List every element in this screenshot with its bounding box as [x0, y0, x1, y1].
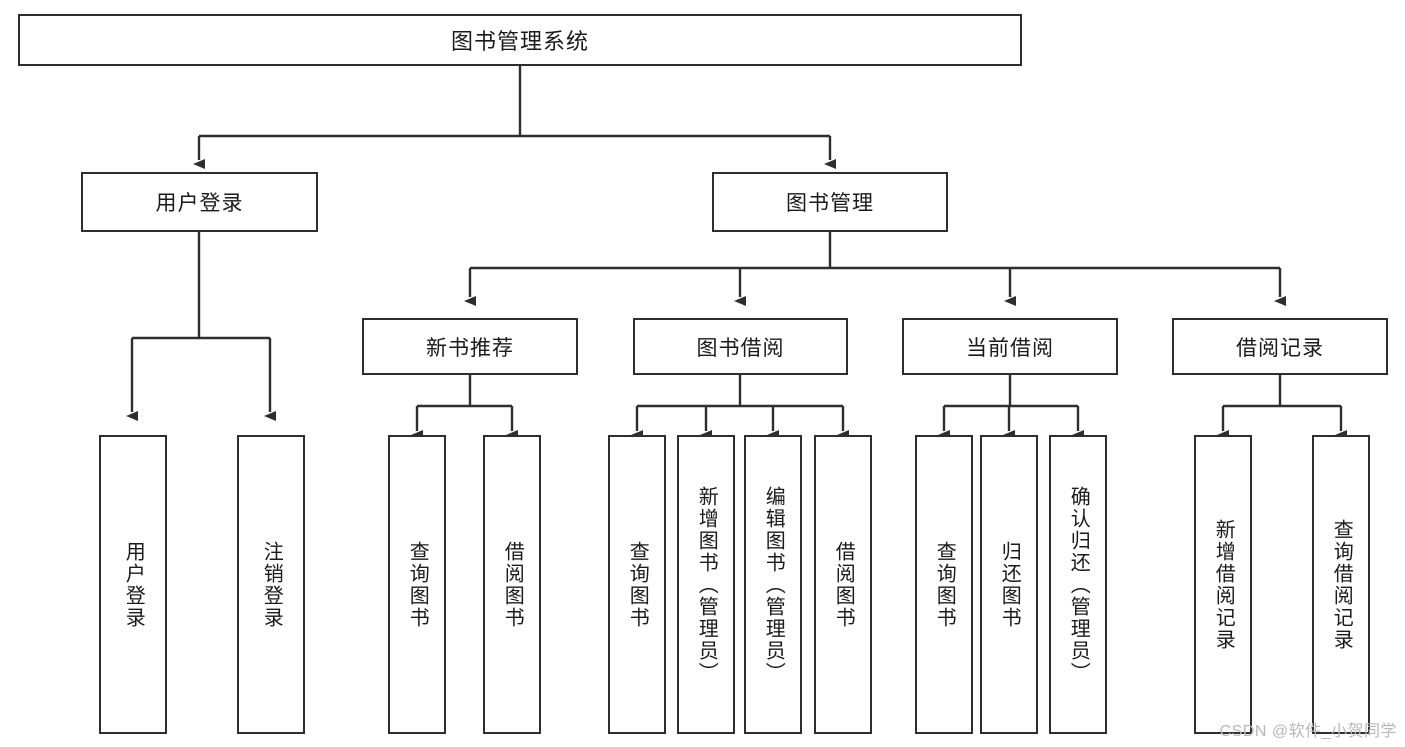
node-book-borrow[interactable]: 图书借阅: [633, 318, 848, 375]
leaf-user-login-signout[interactable]: 注销登录: [237, 435, 305, 734]
node-new-book-recommend[interactable]: 新书推荐: [362, 318, 578, 375]
node-label: 注销登录: [260, 540, 283, 629]
node-label: 新增图书（管理员）: [695, 485, 718, 684]
node-label: 借阅图书: [832, 540, 855, 629]
node-label: 查询图书: [406, 540, 429, 629]
node-label: 新增借阅记录: [1212, 518, 1235, 651]
node-label: 图书管理: [786, 192, 874, 215]
leaf-current-query-book[interactable]: 查询图书: [915, 435, 973, 734]
watermark-text: CSDN @软件_小贺同学: [1219, 723, 1397, 740]
node-borrow-records[interactable]: 借阅记录: [1172, 318, 1388, 375]
leaf-new-book-query[interactable]: 查询图书: [388, 435, 446, 734]
node-book-management[interactable]: 图书管理: [712, 172, 948, 232]
leaf-user-login-signin[interactable]: 用户登录: [99, 435, 167, 734]
leaf-records-add-record[interactable]: 新增借阅记录: [1194, 435, 1252, 734]
node-label: 图书管理系统: [450, 29, 589, 54]
node-label: 查询图书: [933, 540, 956, 629]
node-current-borrow[interactable]: 当前借阅: [902, 318, 1118, 375]
leaf-records-query-record[interactable]: 查询借阅记录: [1312, 435, 1370, 734]
leaf-borrow-borrow-book[interactable]: 借阅图书: [814, 435, 872, 734]
node-label: 新书推荐: [426, 336, 514, 360]
node-label: 用户登录: [122, 540, 145, 629]
node-label: 当前借阅: [966, 336, 1054, 360]
leaf-borrow-add-book-admin[interactable]: 新增图书（管理员）: [677, 435, 735, 734]
node-label: 查询图书: [626, 540, 649, 629]
node-label: 用户登录: [155, 192, 244, 215]
node-label: 查询借阅记录: [1330, 518, 1353, 651]
leaf-current-confirm-return-admin[interactable]: 确认归还（管理员）: [1049, 435, 1107, 734]
leaf-borrow-edit-book-admin[interactable]: 编辑图书（管理员）: [744, 435, 802, 734]
leaf-current-return-book[interactable]: 归还图书: [980, 435, 1038, 734]
leaf-borrow-query-book[interactable]: 查询图书: [608, 435, 666, 734]
node-label: 借阅图书: [501, 540, 524, 629]
node-label: 确认归还（管理员）: [1067, 485, 1090, 684]
node-label: 借阅记录: [1236, 336, 1324, 360]
leaf-new-book-borrow[interactable]: 借阅图书: [483, 435, 541, 734]
node-label: 归还图书: [998, 540, 1021, 629]
node-label: 编辑图书（管理员）: [762, 485, 785, 684]
node-root-system[interactable]: 图书管理系统: [18, 14, 1022, 66]
node-user-login[interactable]: 用户登录: [81, 172, 318, 232]
node-label: 图书借阅: [696, 336, 785, 360]
